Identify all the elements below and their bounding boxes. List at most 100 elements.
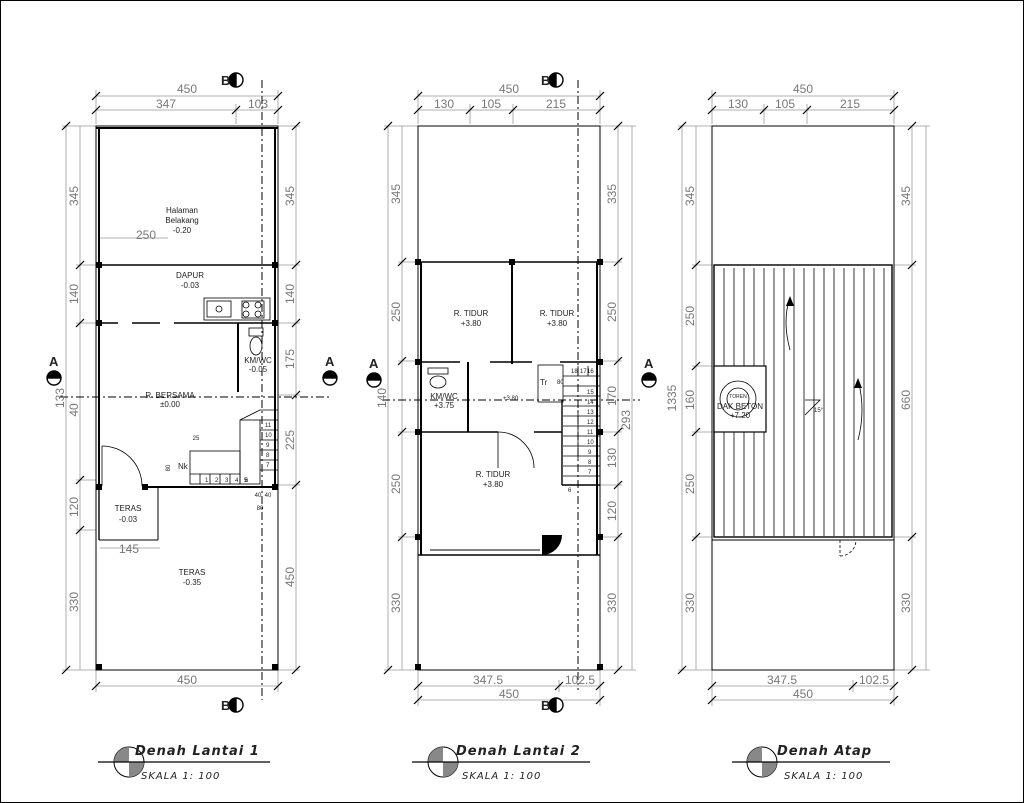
dim-inner: 145 — [119, 542, 139, 556]
dim-left: 330 — [67, 592, 81, 612]
section-mark-b-label: B — [541, 73, 550, 88]
dim-left: 345 — [67, 186, 81, 206]
plan-title: Denah Lantai 2 — [456, 744, 581, 759]
room-label: R. TIDUR — [540, 309, 575, 318]
dim-right: 330 — [605, 593, 619, 613]
stair-step-number: 6 — [245, 478, 249, 484]
dim-left: 345 — [389, 184, 403, 204]
stair-direction-label: Tr — [540, 378, 548, 387]
dim-right: 175 — [283, 349, 297, 369]
dim-inner: 80 — [166, 464, 172, 471]
section-mark-b-label: B — [541, 698, 550, 713]
room-label: KM/WC — [430, 392, 458, 401]
room-label: Halaman — [166, 206, 198, 215]
dim-top-total: 450 — [793, 82, 813, 96]
stair-numbers: 1 2 3 4 5 6 7 8 9 10 11 — [205, 423, 272, 484]
stair-step-number: 3 — [225, 478, 229, 484]
dim-left: 160 — [683, 390, 697, 410]
room-label: R. TIDUR — [476, 470, 511, 479]
room-level: +3.80 — [461, 319, 482, 328]
room-level: +3.75 — [434, 401, 455, 410]
plan-title: Denah Lantai 1 — [135, 744, 260, 759]
room-level: -0.03 — [119, 515, 138, 524]
title-block-atap: Denah Atap SKALA 1: 100 — [732, 744, 890, 782]
plan-scale: SKALA 1: 100 — [784, 771, 863, 782]
dim-bottom-total: 450 — [499, 687, 519, 701]
stair-step-number: 6 — [568, 488, 572, 494]
dim-left: 140 — [375, 388, 389, 408]
dim-bottom: 347.5 — [767, 673, 797, 687]
dim-right: 293 — [619, 410, 633, 430]
room-level: +3.80 — [547, 319, 568, 328]
plan-lantai-1: Halaman Belakang -0.20 DAPUR -0.03 KM/WC… — [46, 72, 338, 713]
section-mark-a-label: A — [325, 354, 335, 369]
dim-top: 215 — [840, 97, 860, 111]
stair-step-number: 9 — [588, 450, 592, 456]
room-level: -0.20 — [173, 226, 192, 235]
dim-bottom: 102.5 — [565, 673, 595, 687]
stair-step-number: 12 — [587, 420, 594, 426]
dim-left: 250 — [683, 306, 697, 326]
dim-bottom-total: 450 — [177, 673, 197, 687]
section-marker-a: A A — [46, 354, 338, 386]
dim-right: 120 — [605, 501, 619, 521]
stair-step-number: 9 — [266, 443, 270, 449]
stair-step-number: 2 — [215, 478, 219, 484]
room-level: -0.35 — [183, 578, 202, 587]
dim-top: 105 — [775, 97, 795, 111]
dim-inner: 80 — [557, 380, 564, 386]
plan-scale: SKALA 1: 100 — [141, 771, 220, 782]
room-label: KM/WC — [244, 356, 272, 365]
room-label: TERAS — [115, 504, 142, 513]
section-mark-a-label: A — [49, 354, 59, 369]
stair-step-number: 11 — [265, 423, 272, 429]
dim-bottom: 347.5 — [473, 673, 503, 687]
plan-scale: SKALA 1: 100 — [462, 771, 541, 782]
stair-step-number: 1 — [205, 478, 209, 484]
dim-left: 140 — [67, 284, 81, 304]
dim-top: 347 — [156, 97, 176, 111]
dim-right-total: 1335 — [665, 384, 679, 411]
plan-atap: TOREN 15° DAK BETON +7.20 450 130 105 21… — [665, 82, 930, 706]
dim-left: 40 — [67, 403, 81, 417]
dim-inner: 25 — [193, 436, 200, 442]
dim-top: 215 — [546, 97, 566, 111]
room-label: Belakang — [165, 216, 198, 225]
room-label: R. BERSAMA — [145, 391, 195, 400]
dim-left: 250 — [389, 474, 403, 494]
dim-right: 330 — [899, 593, 913, 613]
dim-right: 335 — [605, 184, 619, 204]
dim-top: 130 — [728, 97, 748, 111]
dim-bottom-total: 450 — [793, 687, 813, 701]
dim-bottom: 102.5 — [859, 673, 889, 687]
room-label: TERAS — [179, 568, 206, 577]
dim-top-total: 450 — [499, 82, 519, 96]
title-block-lantai-2: Denah Lantai 2 SKALA 1: 100 — [412, 744, 590, 782]
stair-step-number: 18 — [571, 369, 578, 375]
dim-inner: 40 — [255, 493, 262, 499]
dim-top: 130 — [434, 97, 454, 111]
dim-left: 345 — [683, 186, 697, 206]
level-mark: +3.80 — [503, 396, 519, 402]
stair-step-number: 16 — [587, 369, 594, 375]
dim-left: 330 — [683, 593, 697, 613]
stair-step-number: 4 — [235, 478, 239, 484]
section-mark-a-label: A — [644, 356, 654, 371]
dim-inner: 40 — [265, 493, 272, 499]
plan-title: Denah Atap — [777, 744, 872, 759]
slope-label: 15° — [814, 408, 824, 414]
stair-step-number: 10 — [265, 433, 272, 439]
dim-left-total: 133 — [53, 388, 67, 408]
dim-right: 450 — [283, 567, 297, 587]
dim-right: 225 — [283, 430, 297, 450]
section-marker-a: A A — [366, 356, 657, 388]
stair-step-number: 8 — [588, 460, 592, 466]
dim-right: 345 — [283, 186, 297, 206]
room-label: R. TIDUR — [454, 309, 489, 318]
dim-right: 170 — [605, 386, 619, 406]
dim-top: 103 — [248, 97, 268, 111]
section-mark-a-label: A — [369, 356, 379, 371]
floor-drain-label: Nk — [178, 462, 189, 471]
dim-left: 250 — [683, 474, 697, 494]
